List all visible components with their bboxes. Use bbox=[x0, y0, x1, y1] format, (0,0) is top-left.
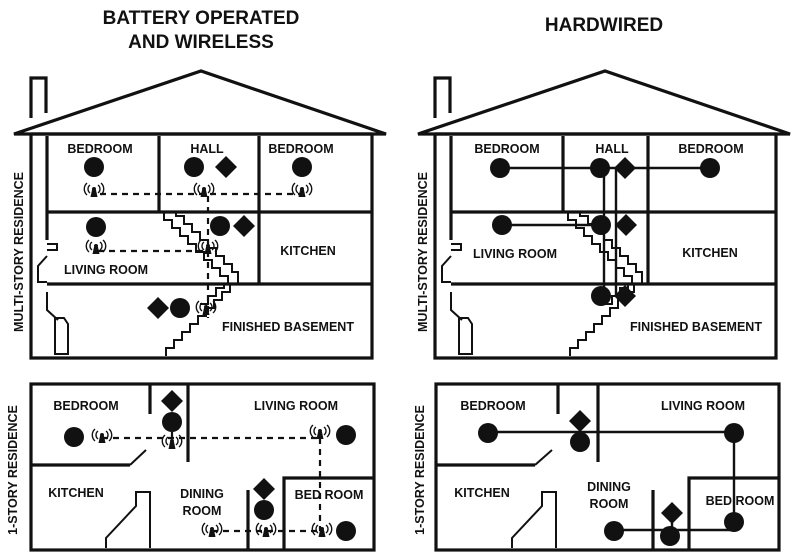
devices-battery bbox=[64, 156, 356, 541]
wireless-signal-icon bbox=[201, 522, 223, 538]
co-alarm-icon bbox=[661, 502, 683, 524]
label-dining-line1: DINING bbox=[587, 480, 631, 494]
label-living-room: LIVING ROOM bbox=[254, 399, 338, 413]
co-alarm-icon bbox=[569, 410, 591, 432]
co-alarm-icon bbox=[233, 215, 255, 237]
smoke-alarm-icon bbox=[591, 215, 611, 235]
smoke-alarm-icon bbox=[162, 412, 182, 432]
smoke-alarm-icon bbox=[490, 158, 510, 178]
house-battery-multi bbox=[13, 69, 387, 360]
header-hardwired: HARDWIRED bbox=[545, 15, 663, 36]
label-kitchen: KITCHEN bbox=[454, 486, 510, 500]
label-finished-basement: FINISHED BASEMENT bbox=[222, 320, 354, 334]
label-dining-line1: DINING bbox=[180, 487, 224, 501]
smoke-alarm-icon bbox=[660, 526, 680, 546]
co-alarm-icon bbox=[615, 214, 637, 236]
house-battery-single bbox=[29, 382, 376, 552]
smoke-alarm-icon bbox=[724, 423, 744, 443]
smoke-alarm-icon bbox=[478, 423, 498, 443]
smoke-alarm-icon bbox=[590, 158, 610, 178]
label-living-room: LIVING ROOM bbox=[661, 399, 745, 413]
co-alarm-icon bbox=[253, 478, 275, 500]
smoke-alarm-icon bbox=[604, 521, 624, 541]
label-dining-line2: ROOM bbox=[183, 504, 222, 518]
label-bedroom: BEDROOM bbox=[67, 142, 132, 156]
label-living-room: LIVING ROOM bbox=[64, 263, 148, 277]
house-hardwired-multi bbox=[417, 69, 791, 360]
smoke-alarm-icon bbox=[292, 157, 312, 177]
co-alarm-icon bbox=[147, 297, 169, 319]
label-kitchen: KITCHEN bbox=[48, 486, 104, 500]
label-bed-room: BED ROOM bbox=[706, 494, 775, 508]
label-bedroom: BEDROOM bbox=[678, 142, 743, 156]
label-bed-room: BED ROOM bbox=[295, 488, 364, 502]
co-alarm-icon bbox=[614, 157, 636, 179]
smoke-alarm-icon bbox=[492, 215, 512, 235]
smoke-alarm-icon bbox=[336, 425, 356, 445]
devices-hardwired bbox=[478, 157, 744, 546]
header-battery-line2: AND WIRELESS bbox=[128, 32, 274, 53]
co-alarm-icon bbox=[161, 390, 183, 412]
smoke-alarm-icon bbox=[86, 217, 106, 237]
side-label-multi-left: MULTI-STORY RESIDENCE bbox=[12, 172, 26, 332]
smoke-alarm-icon bbox=[64, 427, 84, 447]
wireless-signal-icon bbox=[291, 182, 313, 198]
co-alarm-icon bbox=[215, 156, 237, 178]
side-label-single-left: 1-STORY RESIDENCE bbox=[6, 405, 20, 535]
co-alarm-icon bbox=[614, 285, 636, 307]
label-dining-line2: ROOM bbox=[590, 497, 629, 511]
label-bedroom: BEDROOM bbox=[268, 142, 333, 156]
smoke-alarm-icon bbox=[700, 158, 720, 178]
smoke-alarm-icon bbox=[724, 512, 744, 532]
label-hall: HALL bbox=[595, 142, 629, 156]
side-label-single-right: 1-STORY RESIDENCE bbox=[413, 405, 427, 535]
label-bedroom: BEDROOM bbox=[474, 142, 539, 156]
label-bedroom: BEDROOM bbox=[460, 399, 525, 413]
label-kitchen: KITCHEN bbox=[682, 246, 738, 260]
smoke-alarm-icon bbox=[184, 157, 204, 177]
label-hall: HALL bbox=[190, 142, 224, 156]
smoke-alarm-icon bbox=[591, 286, 611, 306]
wireless-links bbox=[98, 192, 322, 533]
smoke-alarm-icon bbox=[210, 216, 230, 236]
label-kitchen: KITCHEN bbox=[280, 244, 336, 258]
side-label-multi-right: MULTI-STORY RESIDENCE bbox=[416, 172, 430, 332]
house-hardwired-single bbox=[434, 382, 781, 552]
header-battery-line1: BATTERY OPERATED bbox=[103, 8, 300, 29]
smoke-alarm-icon bbox=[170, 298, 190, 318]
smoke-alarm-icon bbox=[570, 432, 590, 452]
wireless-signal-icon bbox=[91, 428, 113, 444]
smoke-alarm-icon bbox=[336, 521, 356, 541]
smoke-alarm-icon bbox=[84, 157, 104, 177]
label-bedroom: BEDROOM bbox=[53, 399, 118, 413]
label-finished-basement: FINISHED BASEMENT bbox=[630, 320, 762, 334]
label-living-room: LIVING ROOM bbox=[473, 247, 557, 261]
smoke-alarm-icon bbox=[254, 500, 274, 520]
